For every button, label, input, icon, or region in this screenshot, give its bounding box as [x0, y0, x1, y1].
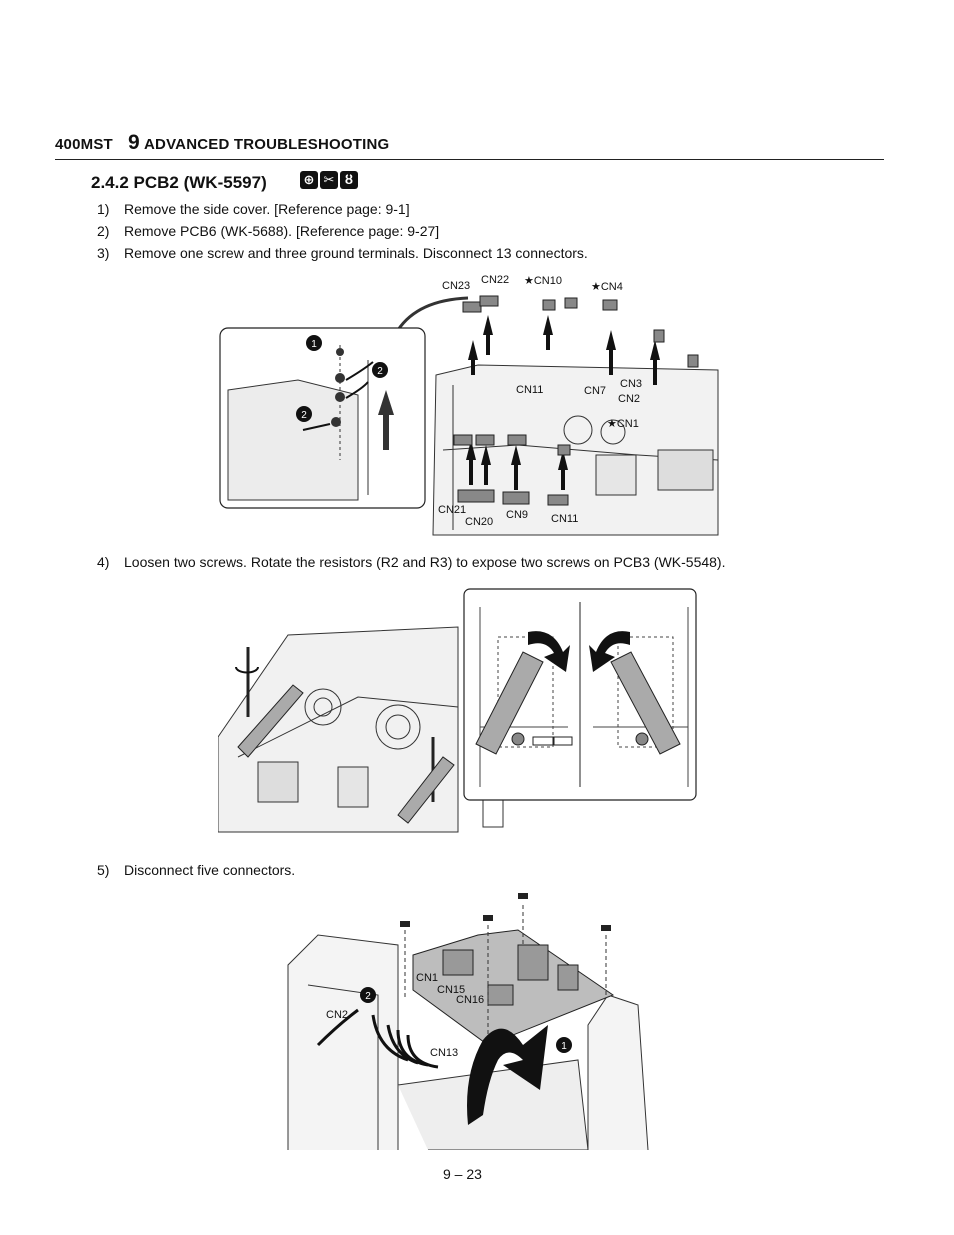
model-name: 400MST — [55, 136, 113, 153]
label-cn15: CN15 — [437, 984, 465, 996]
label-cn4: ★CN4 — [591, 281, 623, 293]
label-cn11: CN11 — [516, 384, 543, 396]
step-text: Loosen two screws. Rotate the resistors … — [124, 554, 726, 570]
callout-1: 1 — [311, 339, 317, 350]
screwdriver-icon: ⊕ — [300, 171, 318, 189]
chapter-header: 400MST 9 ADVANCED TROUBLESHOOTING — [55, 131, 884, 160]
step-text: Remove PCB6 (WK-5688). [Reference page: … — [124, 223, 440, 239]
tool-icons: ⊕✂ȣ — [300, 171, 360, 189]
figure-pcb2-connectors: 1 2 2 CN23 CN22 ★CN10 ★CN4 CN11 CN7 CN3 … — [219, 274, 719, 536]
label-cn9: CN9 — [506, 509, 528, 521]
section-title: 2.4.2 PCB2 (WK-5597) — [91, 173, 267, 192]
label-cn1: ★CN1 — [607, 418, 639, 430]
chapter-title: ADVANCED TROUBLESHOOTING — [144, 136, 390, 153]
label-cn20: CN20 — [465, 516, 493, 528]
step-text: Remove one screw and three ground termin… — [124, 245, 588, 261]
label-cn7: CN7 — [584, 385, 606, 397]
callout-badge — [306, 335, 322, 351]
label-cn2: CN2 — [326, 1009, 348, 1021]
page-number: 9 – 23 — [443, 1166, 482, 1182]
wrench-icon: ȣ — [340, 171, 358, 189]
label-cn16: CN16 — [456, 994, 484, 1006]
label-cn2: CN2 — [618, 393, 640, 405]
pliers-icon: ✂ — [320, 171, 338, 189]
callout-2: 2 — [301, 410, 307, 421]
label-cn10: ★CN10 — [524, 275, 562, 287]
step-text: Remove the side cover. [Reference page: … — [124, 201, 410, 217]
step-text: Disconnect five connectors. — [124, 862, 296, 878]
step-number: 1) — [97, 201, 110, 217]
step-number: 5) — [97, 862, 110, 878]
label-cn13: CN13 — [430, 1047, 458, 1059]
callout-2: 2 — [377, 366, 383, 377]
label-cn11: CN11 — [551, 513, 578, 525]
step-number: 3) — [97, 245, 110, 261]
figure-resistors-rotate — [218, 588, 697, 833]
callout-1: 1 — [561, 1041, 567, 1052]
chapter-number: 9 — [128, 131, 140, 154]
label-cn3: CN3 — [620, 378, 642, 390]
label-cn1: CN1 — [416, 972, 438, 984]
figure-pcb2-removal: 2 1 CN1 CN15 CN16 CN2 CN13 — [287, 893, 649, 1150]
label-cn22: CN22 — [481, 274, 509, 286]
step-number: 4) — [97, 554, 110, 570]
label-cn23: CN23 — [442, 280, 470, 292]
label-cn21: CN21 — [438, 504, 466, 516]
step-number: 2) — [97, 223, 110, 239]
callout-2: 2 — [365, 991, 371, 1002]
